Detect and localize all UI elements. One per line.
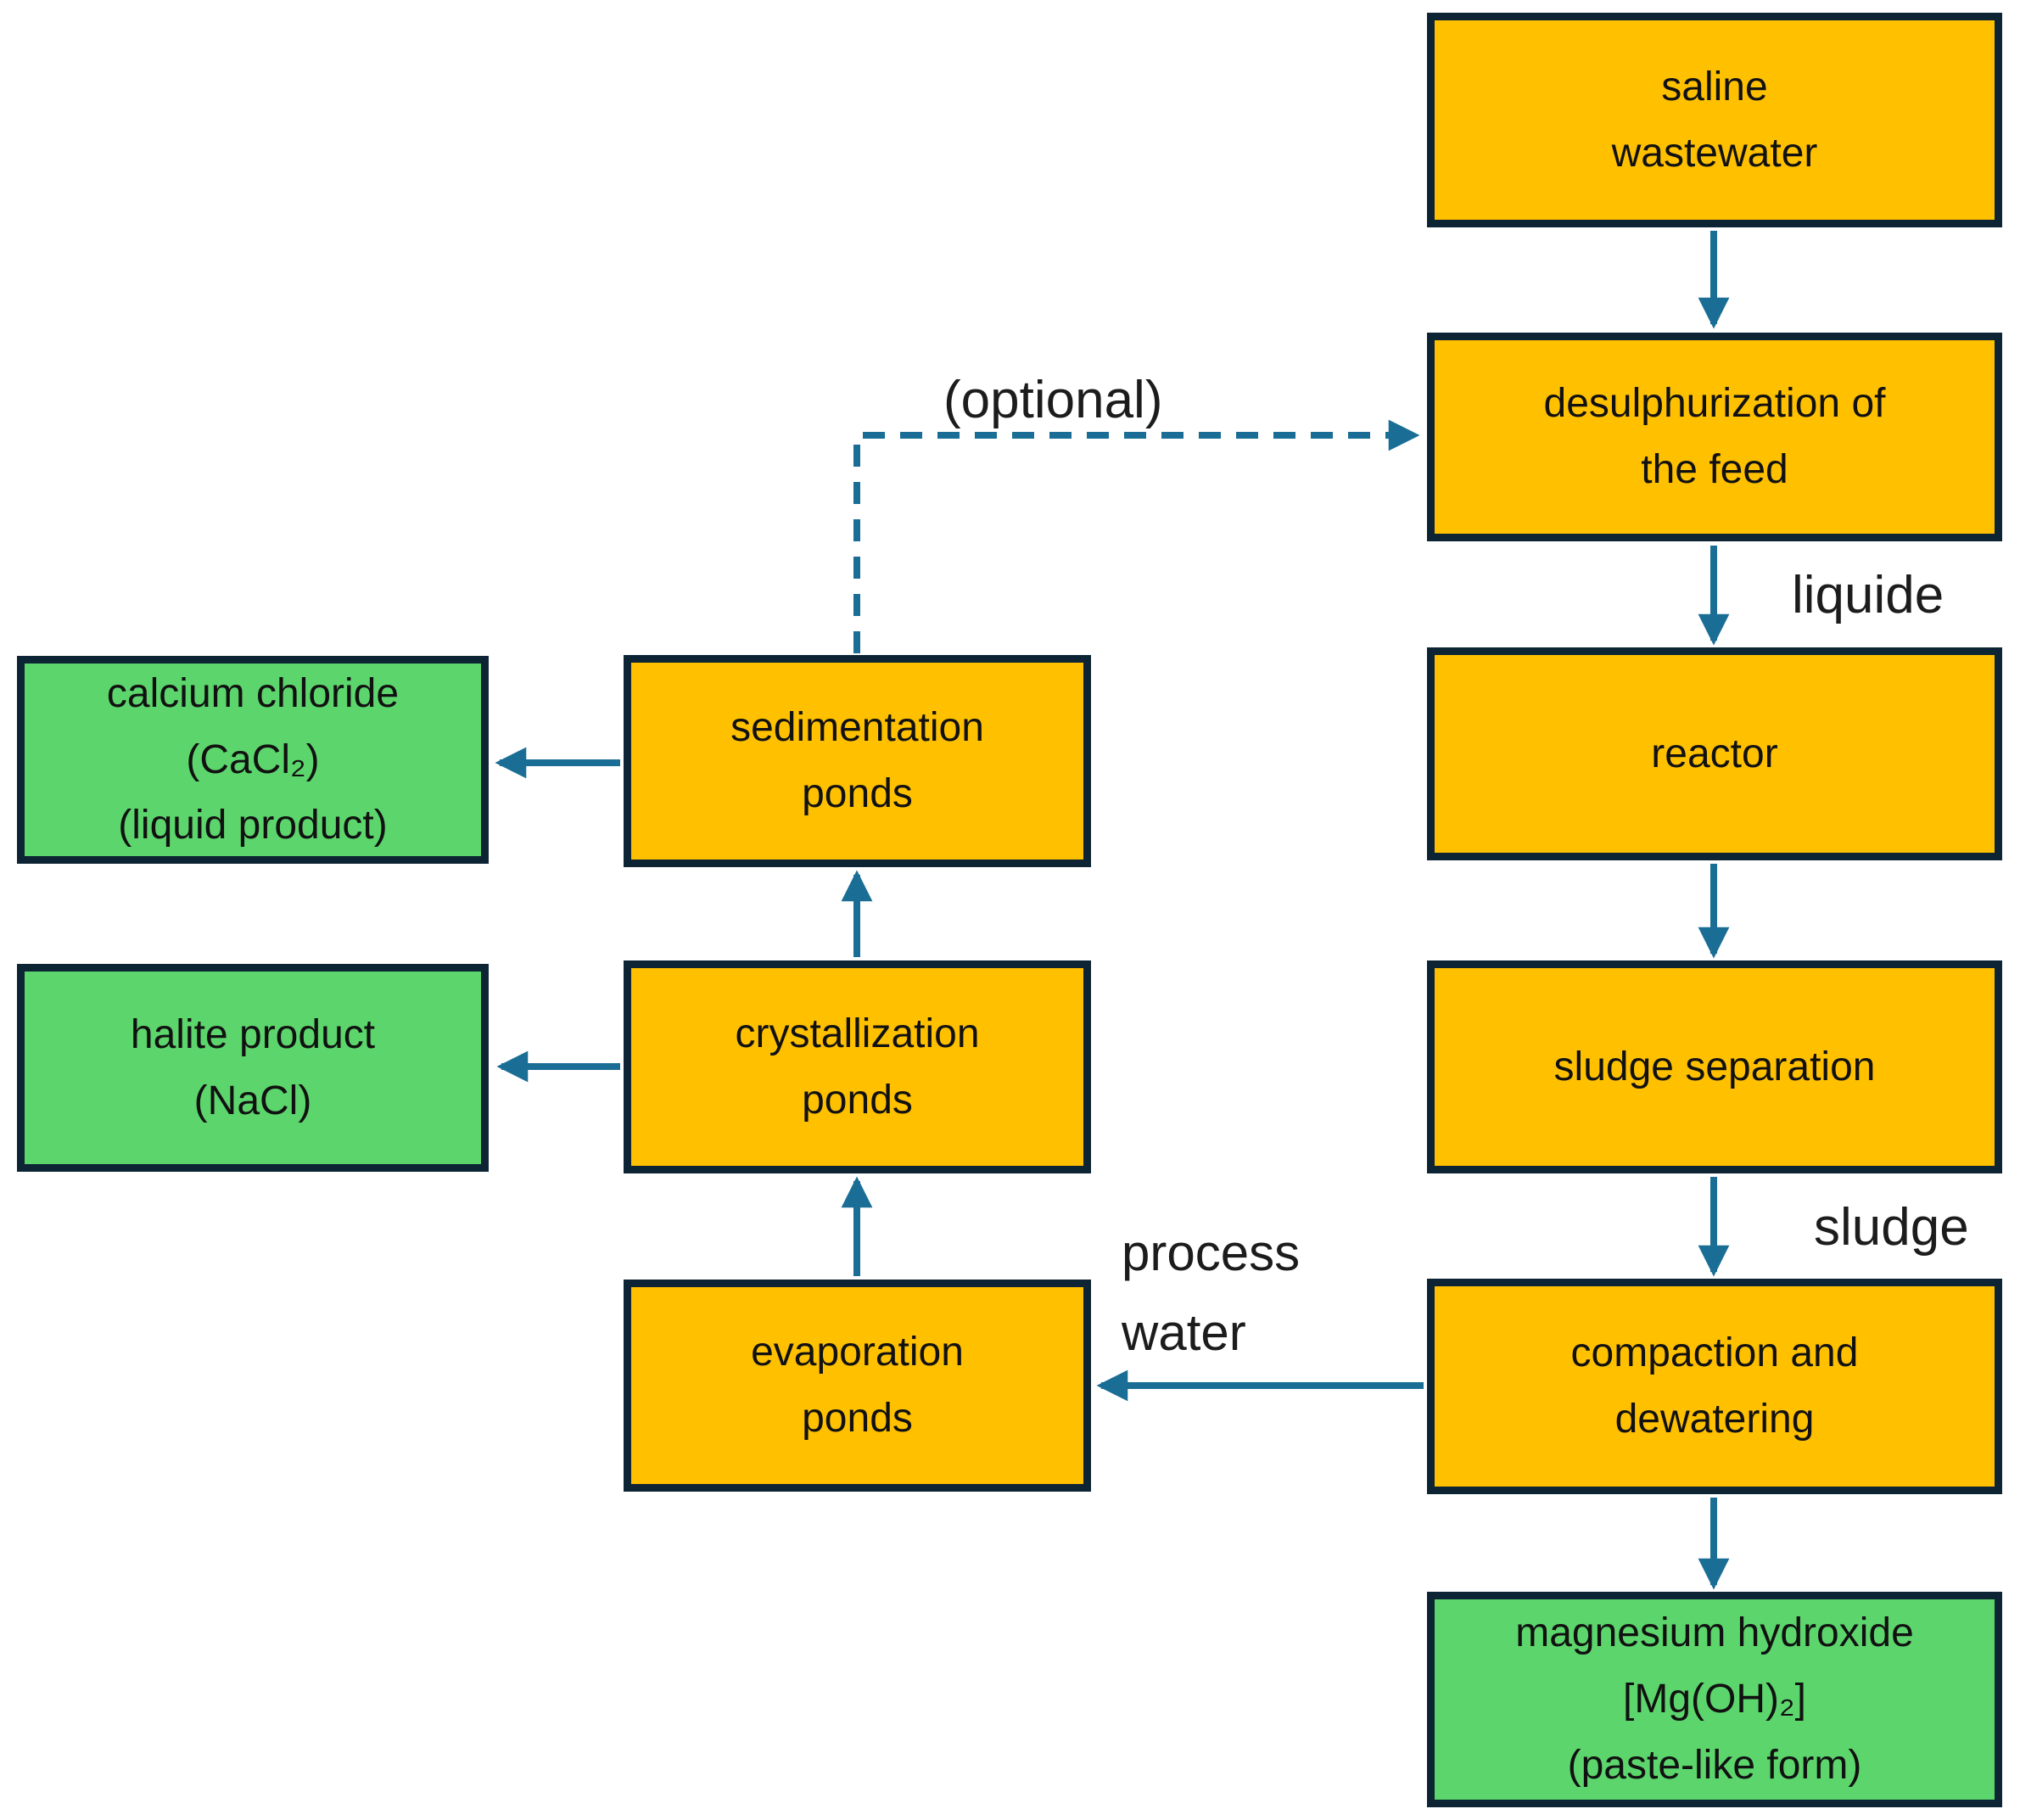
box-evaporation-ponds: evaporation ponds <box>624 1280 1091 1492</box>
box-calcium-chloride: calcium chloride (CaCl₂) (liquid product… <box>17 656 489 864</box>
box-compaction-dewatering: compaction and dewatering <box>1427 1279 2002 1494</box>
box-magnesium-hydroxide-line1: magnesium hydroxide <box>1515 1610 1914 1656</box>
box-desulphurization-line2: the feed <box>1641 447 1788 492</box>
box-halite-product-line1: halite product <box>130 1011 376 1057</box>
label-liquide: liquide <box>1792 566 1944 624</box>
box-crystallization-ponds-line1: crystallization <box>735 1011 980 1056</box>
arrow-optional-sedimentation-to-desulphurization <box>853 419 1420 653</box>
box-saline-wastewater-line1: saline <box>1661 64 1768 109</box>
box-desulphurization: desulphurization of the feed <box>1427 333 2002 541</box>
box-magnesium-hydroxide-line2: [Mg(OH)₂] <box>1623 1677 1806 1722</box>
box-crystallization-ponds-line2: ponds <box>802 1077 913 1123</box>
box-sedimentation-ponds: sedimentation ponds <box>624 655 1091 867</box>
box-sedimentation-ponds-line2: ponds <box>802 771 913 816</box>
label-process-water-line2: water <box>1122 1303 1246 1361</box>
box-calcium-chloride-line1: calcium chloride <box>106 670 400 716</box>
box-saline-wastewater: saline wastewater <box>1427 13 2002 227</box>
label-sludge: sludge <box>1814 1198 1969 1257</box>
box-halite-product-line2: (NaCl) <box>193 1078 312 1123</box>
box-crystallization-ponds: crystallization ponds <box>624 960 1091 1173</box>
box-sludge-separation: sludge separation <box>1427 960 2002 1173</box>
box-calcium-chloride-line2: (CaCl₂) <box>186 736 320 782</box>
box-sedimentation-ponds-line1: sedimentation <box>730 705 984 751</box>
box-magnesium-hydroxide: magnesium hydroxide [Mg(OH)₂] (paste-lik… <box>1427 1592 2002 1807</box>
box-evaporation-ponds-line1: evaporation <box>751 1330 964 1375</box>
box-reactor: reactor <box>1427 647 2002 860</box>
box-reactor-line1: reactor <box>1651 731 1778 776</box>
box-evaporation-ponds-line2: ponds <box>802 1396 913 1441</box>
box-magnesium-hydroxide-line3: (paste-like form) <box>1567 1742 1862 1788</box>
label-process-water: process water <box>1122 1213 1300 1372</box>
label-process-water-line1: process <box>1122 1224 1301 1281</box>
box-compaction-dewatering-line1: compaction and <box>1570 1330 1859 1376</box>
box-desulphurization-line1: desulphurization of <box>1543 381 1886 427</box>
box-calcium-chloride-line3: (liquid product) <box>118 803 388 848</box>
box-compaction-dewatering-line2: dewatering <box>1614 1397 1815 1442</box>
box-halite-product: halite product (NaCl) <box>17 964 489 1172</box>
box-saline-wastewater-line2: wastewater <box>1611 130 1818 176</box>
box-sludge-separation-line1: sludge separation <box>1553 1044 1876 1089</box>
label-optional: (optional) <box>943 371 1163 429</box>
